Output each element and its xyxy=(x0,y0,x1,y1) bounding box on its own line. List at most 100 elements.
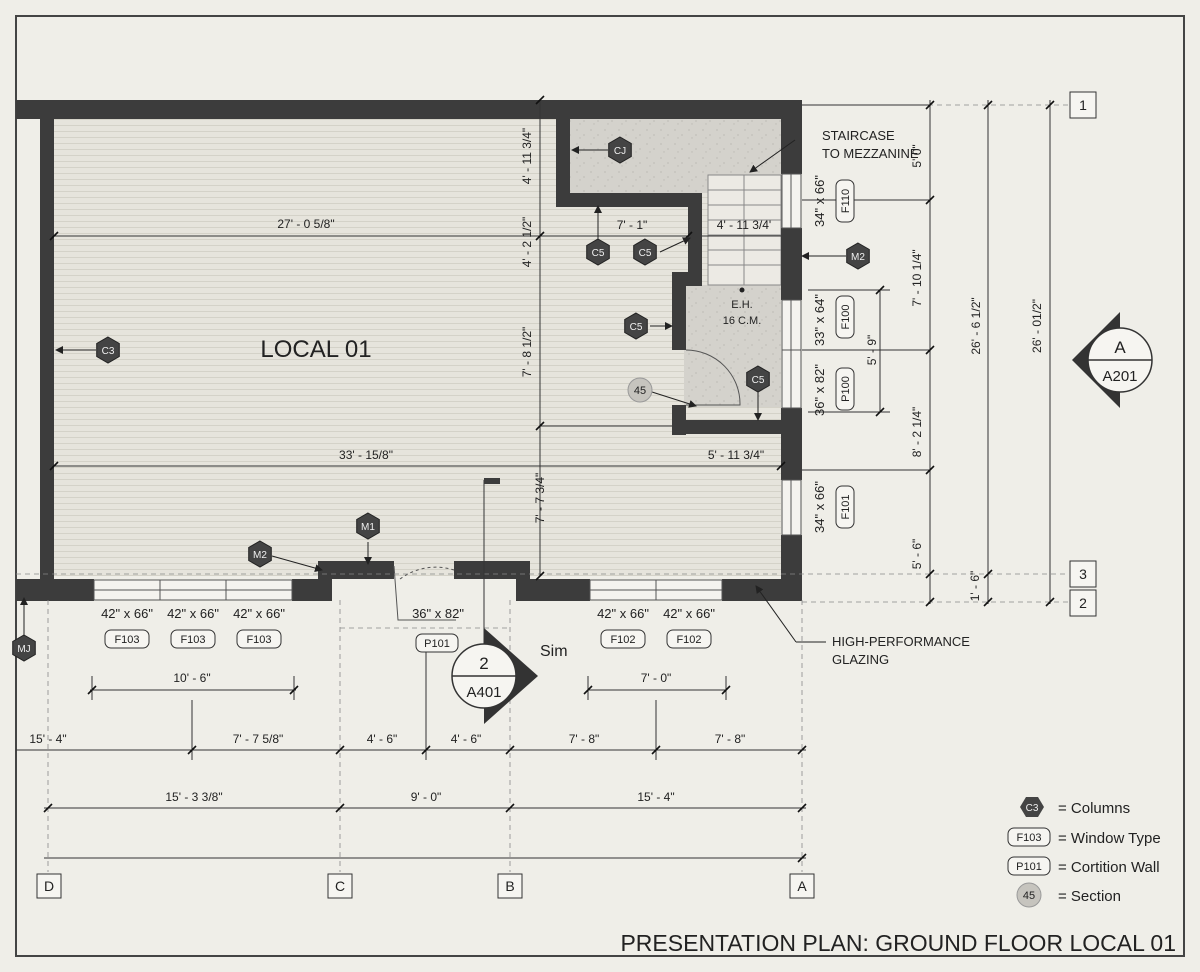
dim-15-3: 15' - 3 3/8" xyxy=(165,790,222,804)
dim-7-1: 7' - 1" xyxy=(617,218,648,232)
staircase-note-1: STAIRCASE xyxy=(822,128,895,143)
dim-8-2: 8' - 2 1/4" xyxy=(910,407,924,458)
legend-window-text: = Window Type xyxy=(1058,830,1161,847)
grid-label-1: 1 xyxy=(1079,97,1087,113)
column-tag-mj-label: MJ xyxy=(17,644,30,655)
dim-5-0: 5' 0" xyxy=(910,144,924,167)
door-tag-label: P101 xyxy=(424,638,450,650)
door-tag-p101[interactable] xyxy=(415,633,459,653)
column-tag-m2-a[interactable] xyxy=(846,242,870,270)
staircase-note-2: TO MEZZANINE xyxy=(822,146,919,161)
window-size-f101: 34" x 66" xyxy=(812,481,827,533)
column-tag-cj-label: CJ xyxy=(614,146,626,157)
sheet-border xyxy=(15,15,1185,957)
dim-15-4b: 15' - 4" xyxy=(637,790,674,804)
grid-label-d: D xyxy=(44,878,54,894)
grid-label-2: 2 xyxy=(1079,595,1087,611)
grid-label-a: A xyxy=(797,878,807,894)
room-name: LOCAL 01 xyxy=(260,336,371,363)
window-tag-f103-1[interactable] xyxy=(104,629,150,649)
legend-section-tag: 45 xyxy=(1023,890,1035,902)
column-tag-c3[interactable] xyxy=(96,336,120,364)
grid-bubble-d[interactable] xyxy=(36,873,62,899)
door-size-p101: 36" x 82" xyxy=(412,606,464,621)
window-tag-f100[interactable] xyxy=(835,295,855,339)
column-tag-c5-b-label: C5 xyxy=(639,248,652,259)
legend-window-tag-text: F103 xyxy=(1016,832,1041,844)
sheet-title: PRESENTATION PLAN: GROUND FLOOR LOCAL 01 xyxy=(620,930,1176,956)
windows xyxy=(93,173,802,601)
section-a-bottom: A201 xyxy=(1102,368,1137,385)
grid-bubble-c[interactable] xyxy=(327,873,353,899)
grid-bubble-b[interactable] xyxy=(497,873,523,899)
dim-7-8: 7' - 8 1/2" xyxy=(520,327,534,378)
column-tag-c5-b[interactable] xyxy=(633,238,657,266)
grid-label-b: B xyxy=(505,878,514,894)
window-tag-f102-2[interactable] xyxy=(666,629,712,649)
section-callout-a201[interactable]: A A201 xyxy=(1072,312,1153,408)
grid-bubble-2[interactable] xyxy=(1069,589,1097,617)
eh-note-2: 16 C.M. xyxy=(723,315,762,327)
column-tag-c5-a-label: C5 xyxy=(592,248,605,259)
column-tag-mj[interactable] xyxy=(12,634,36,662)
window-size-5: 42" x 66" xyxy=(663,606,715,621)
window-size-2: 42" x 66" xyxy=(167,606,219,621)
dim-4-11-h: 4' - 11 3/4' xyxy=(717,218,771,232)
column-tag-m2-a-label: M2 xyxy=(851,252,865,263)
window-tag-label: F100 xyxy=(840,304,852,329)
section-2-top: 2 xyxy=(479,654,488,673)
window-tag-f102-1[interactable] xyxy=(600,629,646,649)
dim-33: 33' - 15/8" xyxy=(339,448,393,462)
window-tag-f103-2[interactable] xyxy=(170,629,216,649)
dim-7-8a: 7' - 8" xyxy=(569,732,600,746)
column-tag-c5-d[interactable] xyxy=(746,365,770,393)
grid-bubble-1[interactable] xyxy=(1069,91,1097,119)
legend-column-text: = Columns xyxy=(1058,800,1130,817)
legend-partition-text: = Cortition Wall xyxy=(1058,859,1160,876)
column-tag-m1[interactable] xyxy=(356,512,380,540)
dim-27: 27' - 0 5/8" xyxy=(277,217,334,231)
window-size-1: 42" x 66" xyxy=(101,606,153,621)
legend: C3 = Columns F103 = Window Type P101 = C… xyxy=(1007,797,1161,908)
dim-15-4a: 15' - 4" xyxy=(29,732,66,746)
window-tag-f110[interactable] xyxy=(835,179,855,223)
dim-4-6b: 4' - 6" xyxy=(451,732,482,746)
column-tag-c3-label: C3 xyxy=(102,346,115,357)
window-tag-label: F101 xyxy=(840,494,852,519)
column-tag-c5-a[interactable] xyxy=(586,238,610,266)
grid-label-3: 3 xyxy=(1079,566,1087,582)
walls xyxy=(16,100,802,601)
dim-4-11-v: 4' - 11 3/4" xyxy=(520,128,534,184)
glazing-note-1: HIGH-PERFORMANCE xyxy=(832,634,970,649)
column-tag-m2-b[interactable] xyxy=(248,540,272,568)
window-tag-f103-3[interactable] xyxy=(236,629,282,649)
window-tag-label: F102 xyxy=(610,634,635,646)
legend-column-hex xyxy=(1020,797,1044,817)
window-size-3: 42" x 66" xyxy=(233,606,285,621)
window-tag-label: F103 xyxy=(114,634,139,646)
dim-1-6: 1' - 6" xyxy=(968,571,982,602)
dim-7-7-5: 7' - 7 5/8" xyxy=(233,732,284,746)
section-a-top: A xyxy=(1114,338,1126,357)
doors xyxy=(393,349,741,621)
column-tag-c5-c[interactable] xyxy=(624,312,648,340)
window-tag-label: F110 xyxy=(840,189,852,213)
window-tag-f101[interactable] xyxy=(835,485,855,529)
grid-bubble-a[interactable] xyxy=(789,873,815,899)
section-callout-a401[interactable]: 2 A401 xyxy=(451,628,538,724)
grid-bubble-3[interactable] xyxy=(1069,560,1097,588)
column-tag-c5-c-label: C5 xyxy=(630,322,643,333)
dim-4-6a: 4' - 6" xyxy=(367,732,398,746)
column-tag-cj[interactable] xyxy=(608,136,632,164)
sim-label: Sim xyxy=(540,643,568,660)
eh-point xyxy=(739,287,745,293)
section-45-tag[interactable] xyxy=(627,377,653,403)
door-tag-label: P100 xyxy=(840,376,852,402)
dim-7-10: 7' - 10 1/4" xyxy=(910,249,924,306)
dim-4-2: 4' - 2 1/2" xyxy=(520,217,534,268)
legend-window-tag xyxy=(1007,827,1051,847)
door-tag-p100[interactable] xyxy=(835,367,855,411)
legend-column-tag: C3 xyxy=(1026,803,1039,814)
window-tag-label: F102 xyxy=(676,634,701,646)
